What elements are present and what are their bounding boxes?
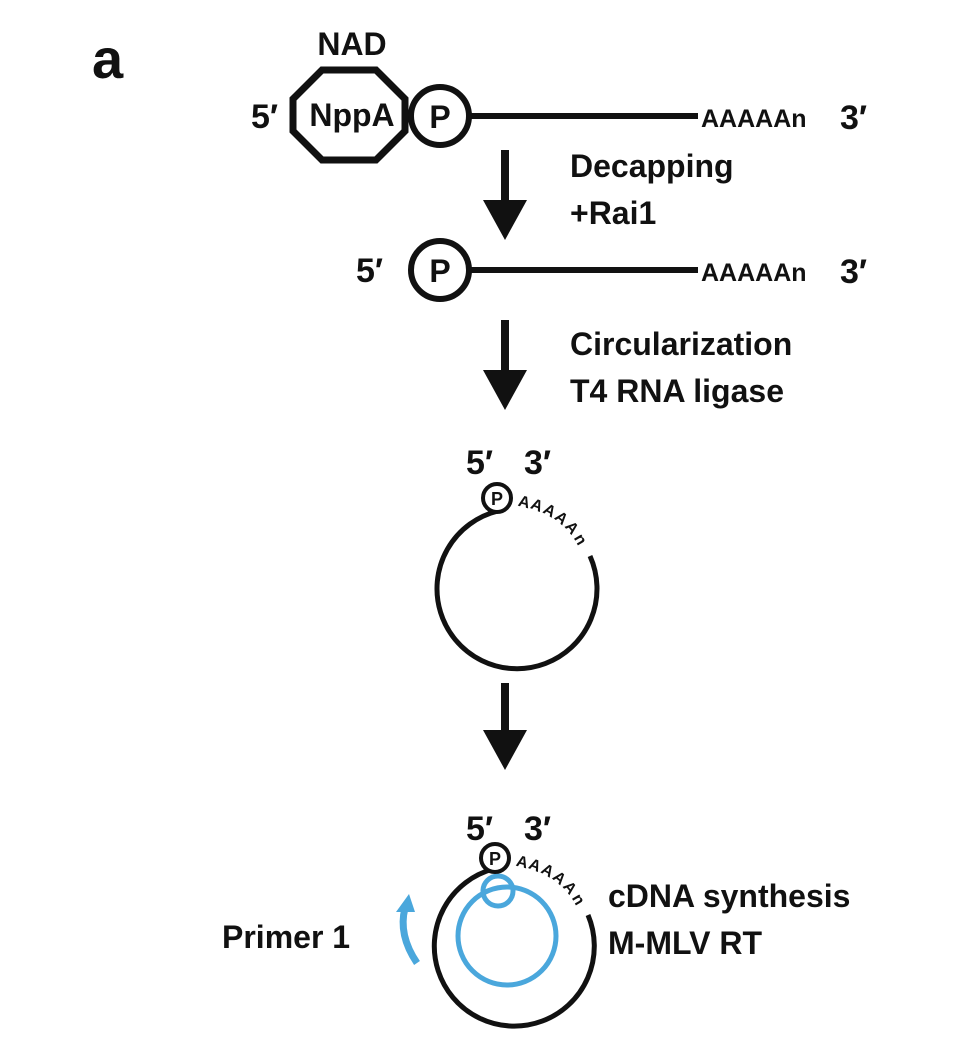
tail-letter: A bbox=[514, 853, 530, 873]
rna-circle bbox=[434, 508, 600, 672]
panel-label: a bbox=[92, 27, 124, 90]
polya-tail-arc: A A A A A n bbox=[514, 853, 587, 908]
down-arrow-icon bbox=[483, 150, 527, 240]
nad-label: NAD bbox=[317, 26, 386, 62]
phosphate-circle-icon bbox=[479, 842, 511, 874]
phosphate-circle-icon bbox=[408, 84, 472, 148]
down-arrow-icon bbox=[483, 320, 527, 410]
cdna-synthesis: 5′ 3′ P A A A A A n Primer 1 cDNA synthe… bbox=[222, 810, 850, 1029]
phosphate-label: P bbox=[491, 489, 503, 509]
nppa-label: NppA bbox=[309, 97, 394, 133]
phosphate-circle-icon bbox=[408, 238, 472, 302]
circular-rna: 5′ 3′ P A A A A A n bbox=[434, 444, 600, 672]
tail-letter: A bbox=[516, 493, 532, 513]
phosphate-label: P bbox=[489, 849, 501, 869]
decapped-rna: 5′ P AAAAAn 3′ bbox=[356, 238, 867, 302]
decapping-label: Decapping bbox=[570, 148, 734, 184]
rna-circle bbox=[431, 866, 597, 1029]
octagon-cap-icon bbox=[289, 66, 409, 164]
polya-tail-label: AAAAAn bbox=[701, 259, 807, 287]
polya-tail-label: AAAAAn bbox=[701, 105, 807, 133]
cdna-circle bbox=[455, 884, 559, 988]
cdna-synthesis-label: cDNA synthesis bbox=[608, 878, 850, 914]
phosphate-label: P bbox=[429, 99, 450, 135]
nad-capped-rna: NAD NppA 5′ P AAAAAn 3′ bbox=[251, 26, 867, 164]
five-prime-label: 5′ bbox=[466, 444, 493, 482]
circularization-label: Circularization bbox=[570, 326, 792, 362]
rai1-label: +Rai1 bbox=[570, 195, 656, 231]
five-prime-label: 5′ bbox=[356, 252, 383, 290]
phosphate-circle-icon bbox=[481, 482, 513, 514]
three-prime-label: 3′ bbox=[524, 810, 551, 848]
phosphate-label: P bbox=[429, 253, 450, 289]
three-prime-label: 3′ bbox=[840, 99, 867, 137]
mmlv-rt-label: M-MLV RT bbox=[608, 925, 762, 961]
three-prime-label: 3′ bbox=[840, 253, 867, 291]
three-prime-label: 3′ bbox=[524, 444, 551, 482]
polya-tail-arc: A A A A A n bbox=[516, 493, 589, 548]
five-prime-label: 5′ bbox=[466, 810, 493, 848]
curved-arrow-icon bbox=[396, 894, 420, 965]
down-arrow-icon bbox=[483, 683, 527, 770]
five-prime-label: 5′ bbox=[251, 98, 278, 136]
ligase-label: T4 RNA ligase bbox=[570, 373, 784, 409]
primer-label: Primer 1 bbox=[222, 919, 350, 955]
